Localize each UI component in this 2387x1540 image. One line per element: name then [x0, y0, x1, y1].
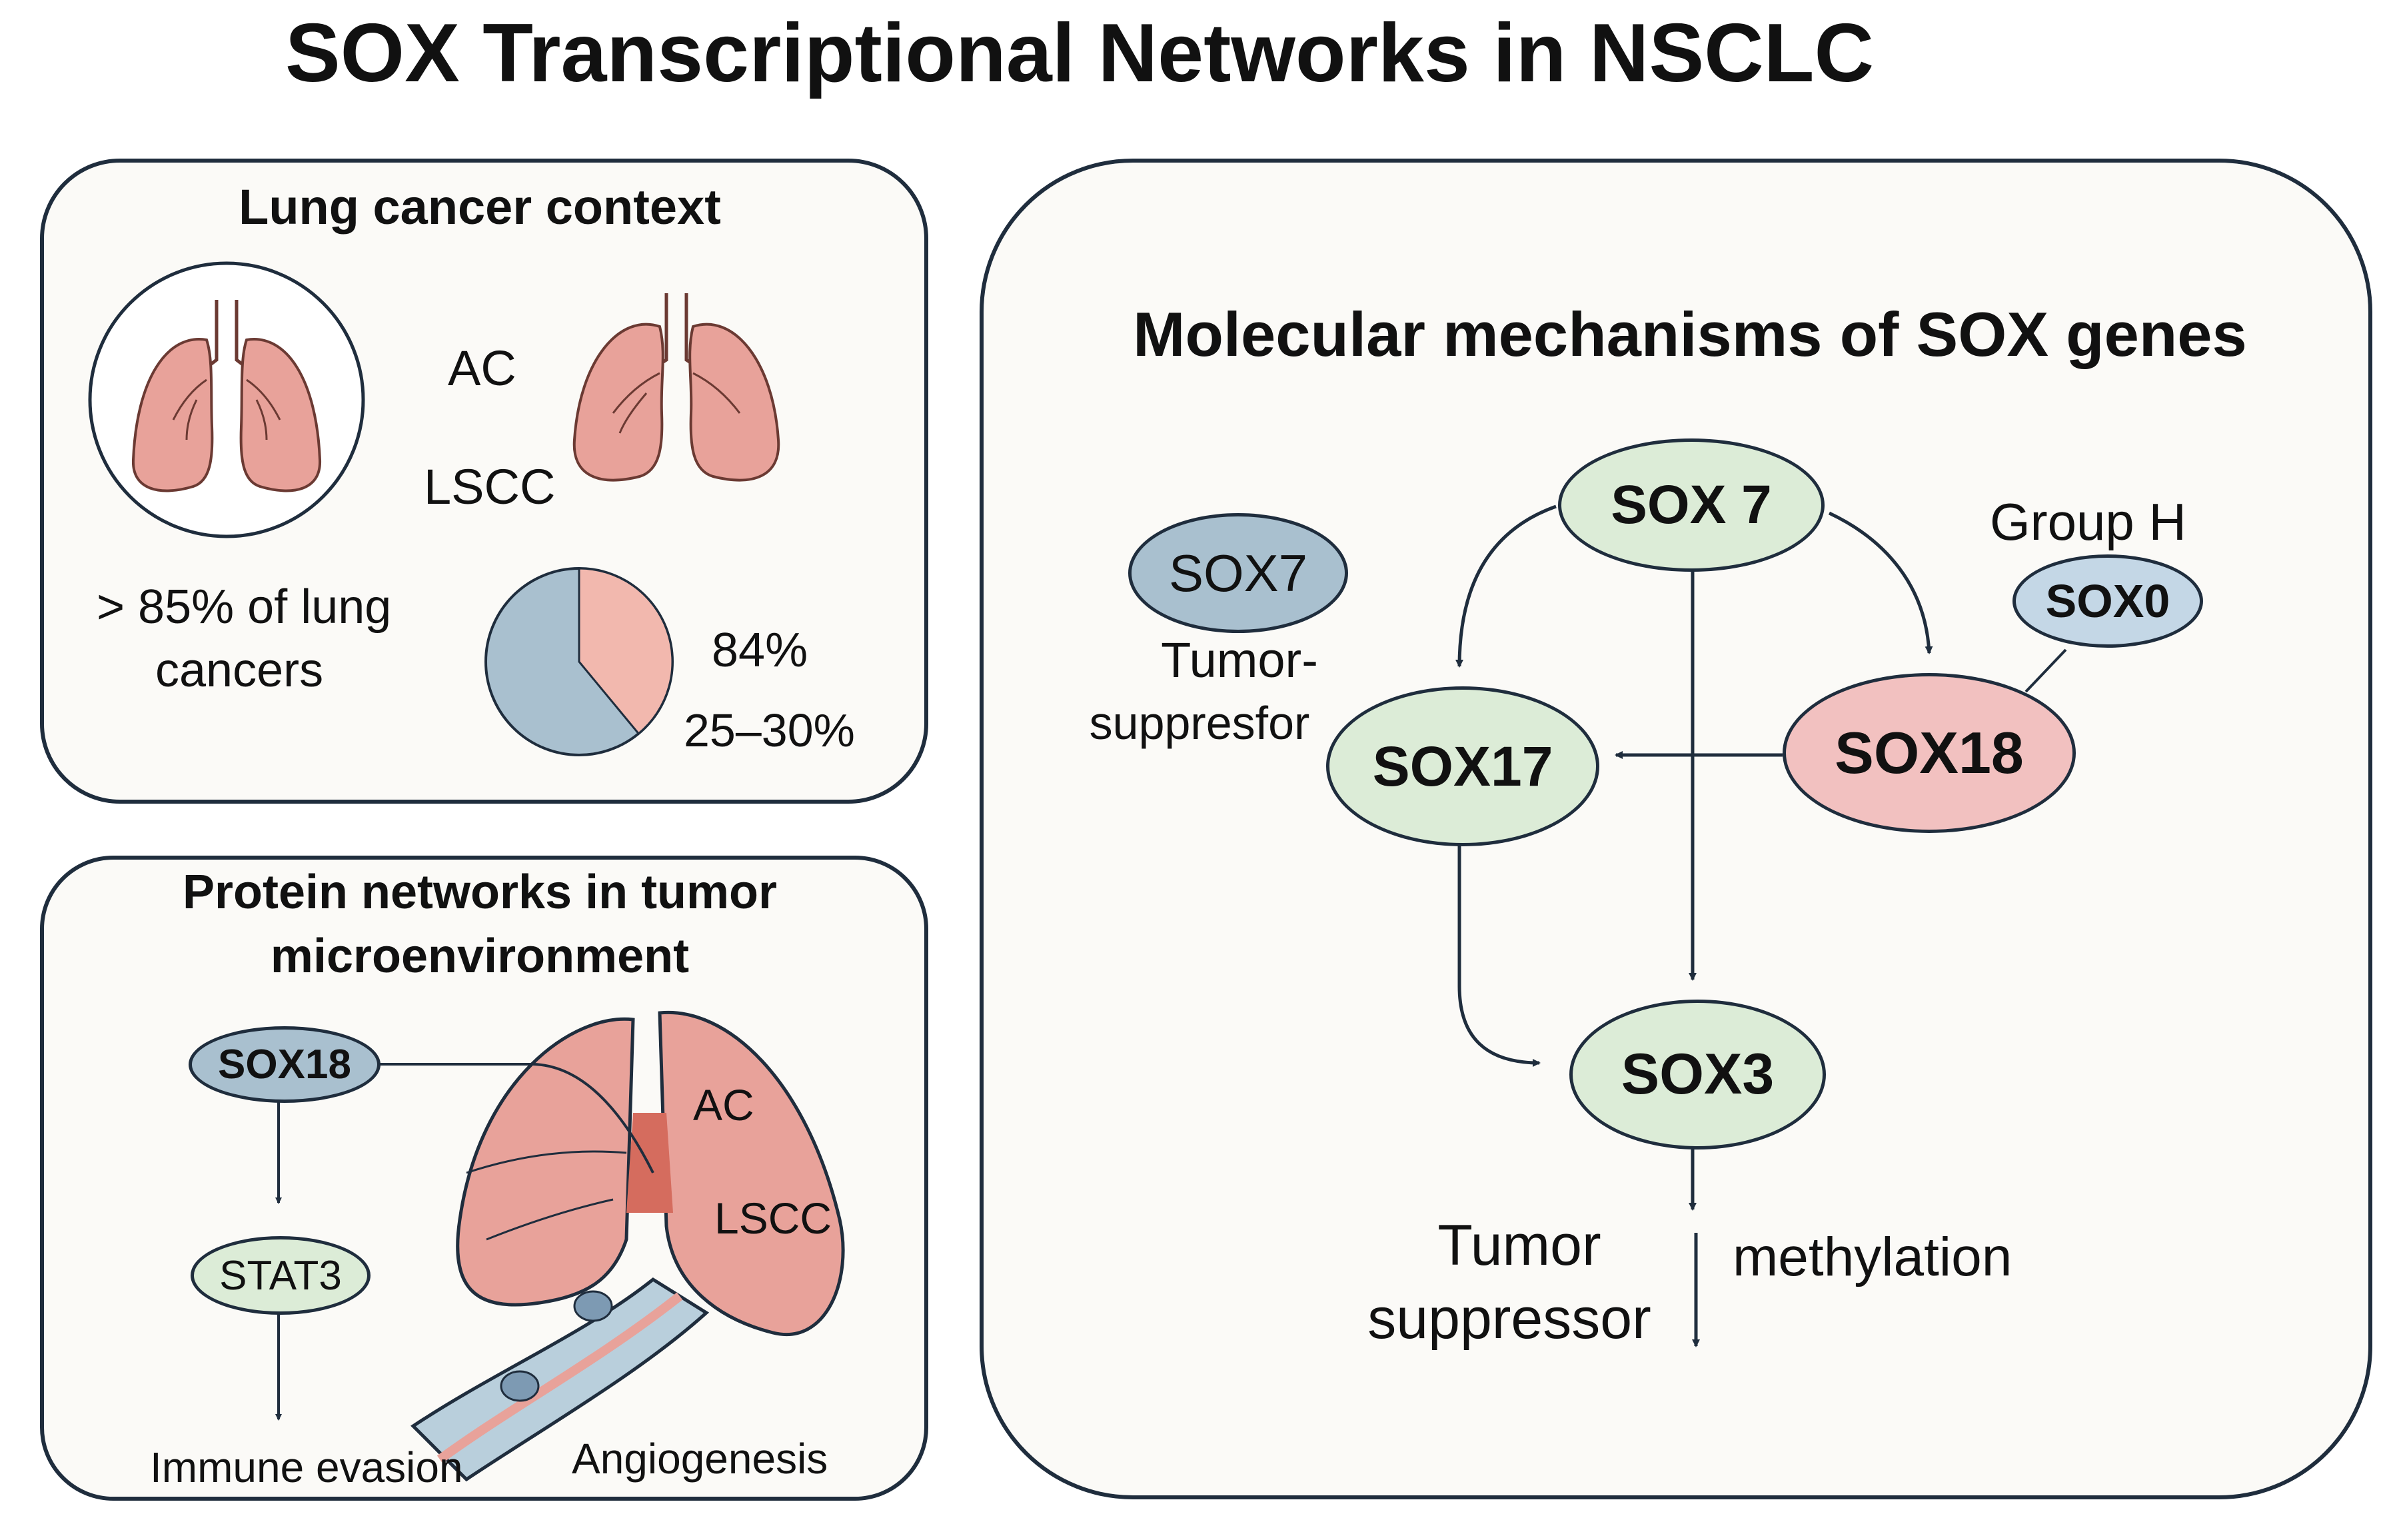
context-pct-range: 25–30%: [684, 704, 855, 756]
context-stat-line2: cancers: [155, 644, 324, 697]
mech-bottom-left-1: Tumor: [1437, 1213, 1601, 1277]
mech-side-label-1: Tumor-: [1161, 632, 1318, 688]
pie-slice-red: [578, 567, 674, 735]
nsclc-pie-chart: [484, 567, 674, 756]
mech-node-sox0: SOX0: [2012, 554, 2203, 648]
context-label-ac: AC: [448, 341, 516, 396]
lungs-illustration: [572, 293, 780, 482]
context-label-lscc: LSCC: [424, 459, 556, 514]
network-node-stat3: STAT3: [191, 1236, 371, 1315]
mech-bottom-right: methylation: [1733, 1227, 2012, 1287]
network-label-lscc: LSCC: [714, 1193, 832, 1243]
context-stat-line1: > 85% of lung: [97, 580, 392, 634]
network-heading-line1: Protein networks in tumor: [182, 866, 778, 919]
lung-vessel-illustration: [410, 1010, 845, 1482]
network-node-sox18: SOX18: [189, 1026, 381, 1103]
mech-node-sox18: SOX18: [1783, 673, 2076, 833]
network-outcome-angiogenesis: Angiogenesis: [572, 1435, 828, 1483]
lungs-in-circle-illustration: [88, 261, 365, 538]
mech-node-sox7-side: SOX7: [1128, 513, 1348, 633]
page-title: SOX Transcriptional Networks in NSCLC: [285, 7, 1875, 99]
mech-node-sox7-top: SOX 7: [1558, 438, 1825, 572]
network-label-ac: AC: [693, 1080, 754, 1130]
mech-side-label-2: suppresfor: [1089, 697, 1310, 749]
mechanisms-heading: Molecular mechanisms of SOX genes: [1133, 299, 2247, 369]
context-pct-84: 84%: [712, 624, 808, 677]
mech-bottom-left-2: suppressor: [1367, 1287, 1651, 1351]
context-heading: Lung cancer context: [239, 179, 721, 235]
mech-node-sox3: SOX3: [1569, 1000, 1826, 1150]
mech-group-label: Group H: [1990, 492, 2186, 551]
molecular-mechanisms-panel: [980, 159, 2372, 1499]
mech-node-sox17: SOX17: [1326, 686, 1599, 846]
network-outcome-immune-evasion: Immune evasion: [150, 1443, 463, 1491]
network-heading-line2: microenvironment: [270, 930, 690, 983]
